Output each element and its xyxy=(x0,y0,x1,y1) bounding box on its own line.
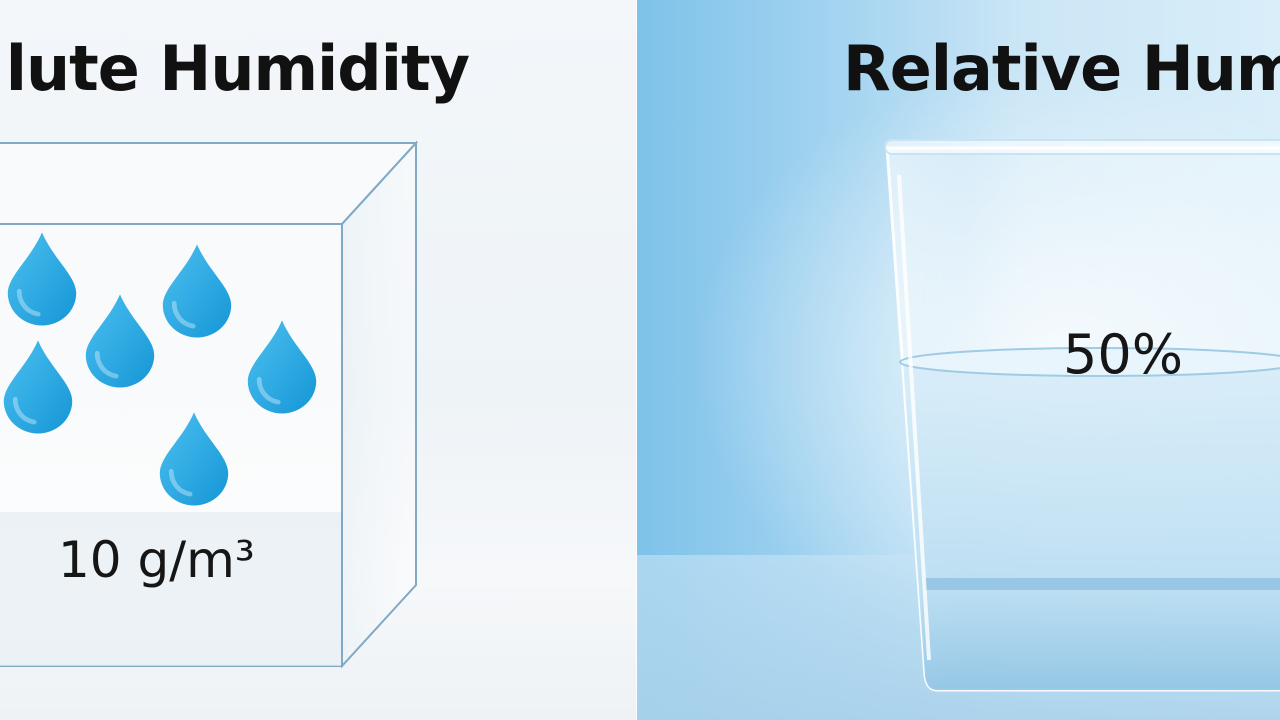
box-bottom-band xyxy=(0,512,342,666)
absolute-humidity-title: lute Humidity xyxy=(5,32,470,105)
relative-humidity-panel: Relative Hum 50% xyxy=(637,0,1280,720)
air-box-illustration xyxy=(0,140,419,669)
glass-illustration xyxy=(884,139,1280,692)
absolute-humidity-panel: lute Humidity xyxy=(0,0,637,720)
water-surface xyxy=(899,347,1280,377)
absolute-humidity-value: 10 g/m³ xyxy=(58,531,255,589)
glass-rim xyxy=(884,139,1280,155)
relative-humidity-title: Relative Hum xyxy=(843,32,1280,105)
box-side-face xyxy=(341,140,417,669)
glass-base-line xyxy=(925,578,1280,590)
glass-highlight xyxy=(897,174,931,661)
water-fill xyxy=(903,362,1280,690)
relative-humidity-value: 50% xyxy=(1063,323,1184,386)
